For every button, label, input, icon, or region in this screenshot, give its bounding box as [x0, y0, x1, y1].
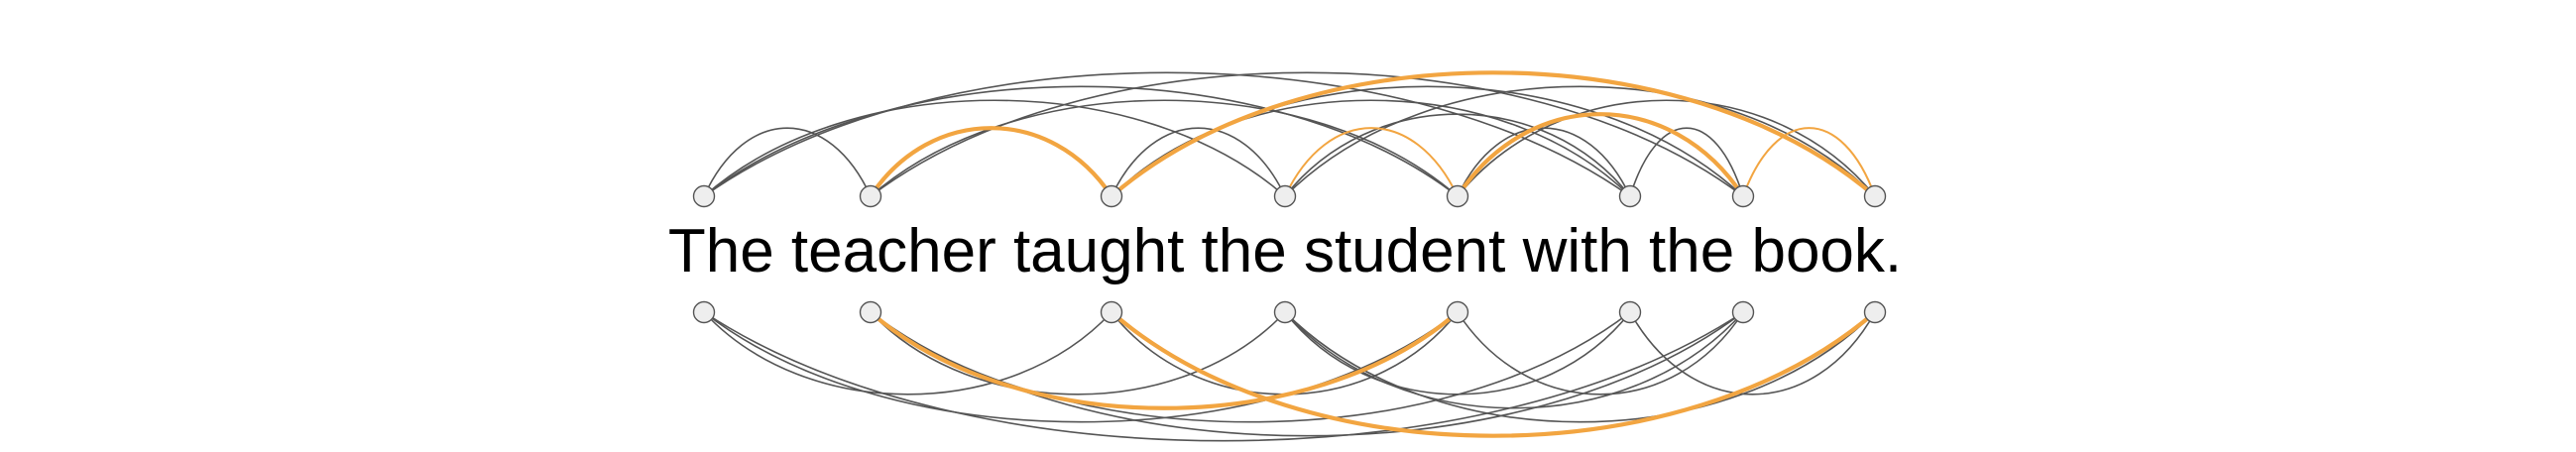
- bottom-node-row: [692, 300, 1887, 324]
- top-arc-3-7: [1284, 85, 1876, 197]
- bottom-node-7: [1863, 300, 1887, 324]
- bottom-arc-3-5: [1284, 311, 1631, 396]
- top-node-2: [1100, 184, 1123, 208]
- top-node-row: [692, 184, 1887, 208]
- top-node-0: [692, 184, 716, 208]
- bottom-arc-1-4: [868, 309, 1461, 410]
- top-arc-4-7: [1457, 99, 1876, 197]
- top-arc-6-7: [1742, 127, 1876, 197]
- bottom-arc-1-5: [870, 311, 1631, 423]
- sentence-text: The teacher taught the student with the …: [668, 217, 1902, 285]
- bottom-node-1: [859, 300, 882, 324]
- top-arc-3-5: [1284, 113, 1631, 197]
- top-arc-1-6: [870, 71, 1744, 197]
- bottom-arc-group: [703, 309, 1878, 442]
- bottom-arc-0-2: [703, 311, 1112, 396]
- bottom-arc-2-4: [1111, 311, 1459, 396]
- bottom-arc-0-6: [703, 311, 1744, 442]
- top-arc-group: [703, 70, 1878, 199]
- top-arc-2-3: [1111, 127, 1286, 197]
- bottom-arc-0-4: [703, 311, 1459, 423]
- top-node-1: [859, 184, 882, 208]
- top-arc-1-2: [868, 126, 1114, 199]
- top-arc-0-4: [703, 85, 1459, 197]
- top-node-6: [1731, 184, 1755, 208]
- bottom-arc-1-6: [870, 311, 1744, 437]
- top-arc-5-6: [1629, 127, 1744, 197]
- top-node-4: [1446, 184, 1469, 208]
- bottom-node-3: [1273, 300, 1297, 324]
- top-arc-3-4: [1284, 127, 1459, 197]
- top-arc-2-5: [1111, 99, 1631, 197]
- top-node-3: [1273, 184, 1297, 208]
- bottom-arc-4-6: [1457, 311, 1744, 396]
- bottom-arc-5-7: [1629, 311, 1876, 396]
- top-arc-2-6: [1111, 85, 1744, 197]
- bottom-node-5: [1618, 300, 1642, 324]
- top-arc-1-4: [870, 99, 1459, 197]
- top-arc-0-1: [703, 127, 872, 197]
- bottom-node-2: [1100, 300, 1123, 324]
- bottom-node-4: [1446, 300, 1469, 324]
- top-node-7: [1863, 184, 1887, 208]
- bottom-node-6: [1731, 300, 1755, 324]
- bottom-arc-3-6: [1284, 311, 1744, 409]
- bottom-arc-3-7: [1284, 311, 1876, 423]
- top-arc-0-3: [703, 99, 1286, 197]
- bottom-node-0: [692, 300, 716, 324]
- bottom-arc-2-7: [1109, 309, 1878, 438]
- top-arc-4-6: [1455, 112, 1746, 199]
- top-node-5: [1618, 184, 1642, 208]
- bottom-arc-1-3: [870, 311, 1286, 396]
- top-arc-2-7: [1109, 70, 1878, 199]
